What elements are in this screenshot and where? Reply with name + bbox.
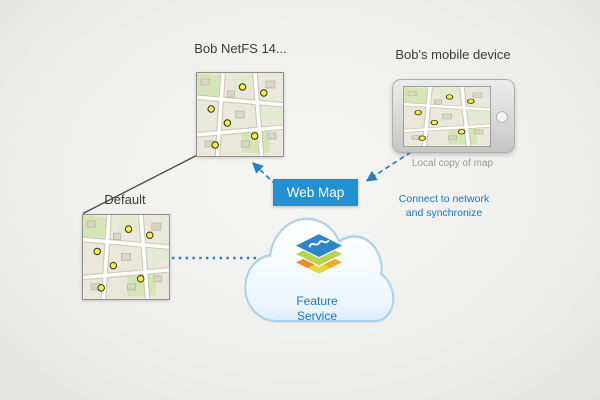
map-thumbnail-icon (404, 87, 490, 146)
default-map-thumbnail (82, 214, 170, 300)
map-thumbnail-icon (83, 215, 169, 299)
tablet-device-icon (392, 79, 515, 153)
netfs-map-thumbnail (196, 72, 284, 157)
mobile-device-label: Bob's mobile device (395, 47, 511, 62)
version-link-line (82, 154, 197, 215)
map-thumbnail-icon (197, 73, 283, 156)
home-button-icon (496, 111, 508, 123)
tablet-screen-map (403, 86, 491, 147)
local-copy-label: Local copy of map (411, 158, 494, 169)
default-map-label: Default (104, 192, 146, 207)
feature-service-label: Feature Service (296, 294, 338, 323)
sync-note-text: Connect to network and synchronize (398, 193, 490, 220)
netfs-map-label: Bob NetFS 14... (194, 41, 287, 56)
device-sync-arrow (365, 151, 412, 182)
web-map-node: Web Map (273, 179, 358, 206)
feature-service-layers-icon (293, 232, 345, 276)
